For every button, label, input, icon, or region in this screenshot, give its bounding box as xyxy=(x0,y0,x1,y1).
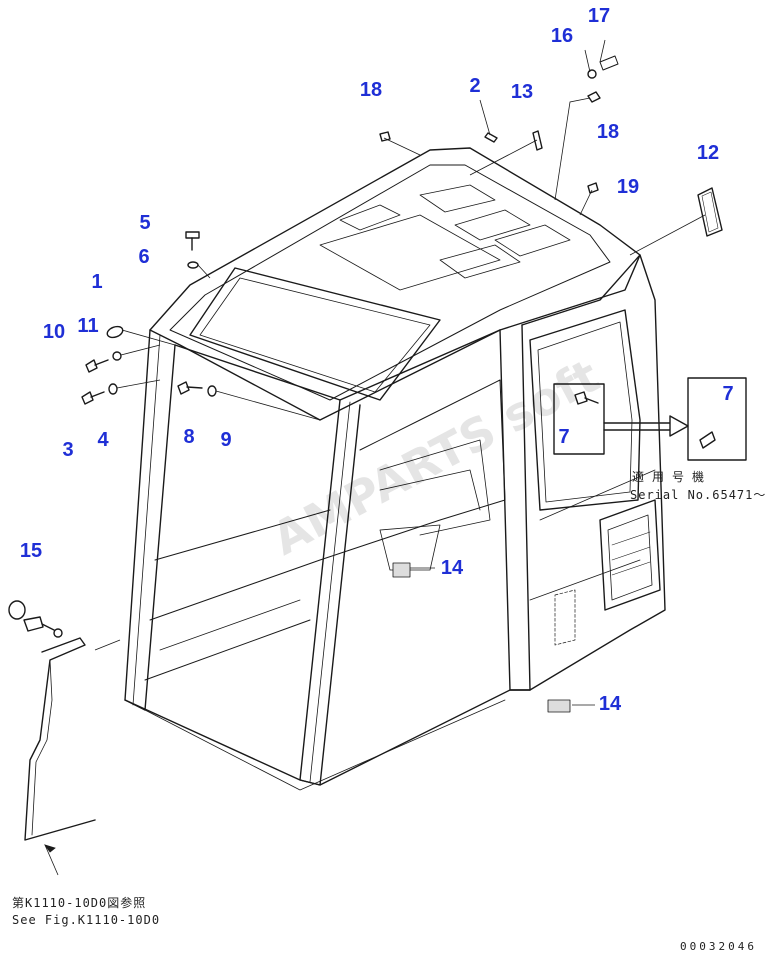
leader-11 xyxy=(120,344,161,356)
drawing-number: 00032046 xyxy=(680,940,757,953)
callout-14[interactable]: 14 xyxy=(440,557,464,579)
callout-12[interactable]: 12 xyxy=(696,142,720,164)
figure-ref-en: See Fig.K1110-10D0 xyxy=(12,913,161,927)
leader-9 xyxy=(215,390,321,421)
callout-5[interactable]: 5 xyxy=(139,212,151,234)
leader-13 xyxy=(469,139,538,176)
bottom-frame xyxy=(124,689,531,786)
inset-box-7 xyxy=(553,383,605,455)
left-front-pillar xyxy=(124,329,176,711)
callout-16[interactable]: 16 xyxy=(550,25,574,47)
serial-note-jp: 適用号機 xyxy=(632,470,713,484)
leader-18b xyxy=(554,97,591,201)
leader-17 xyxy=(599,39,606,63)
roof-inner xyxy=(169,164,611,401)
right-side-body xyxy=(521,254,666,691)
leader-18a xyxy=(383,137,421,156)
leader-2 xyxy=(479,99,491,136)
callout-9[interactable]: 9 xyxy=(220,429,232,451)
leader-15 xyxy=(94,639,121,651)
callout-14[interactable]: 14 xyxy=(598,693,622,715)
callout-19[interactable]: 19 xyxy=(616,176,640,198)
callout-15[interactable]: 15 xyxy=(19,540,43,562)
cable-bracket xyxy=(24,637,96,841)
callout-11[interactable]: 11 xyxy=(77,315,99,337)
leader-6 xyxy=(197,264,211,279)
callout-6[interactable]: 6 xyxy=(138,246,150,268)
leader-12 xyxy=(629,214,706,256)
side-vent xyxy=(599,499,661,611)
callout-4[interactable]: 4 xyxy=(97,429,109,451)
floor-mat-14a xyxy=(392,562,411,578)
floor-mat-14b xyxy=(547,699,571,713)
callout-1[interactable]: 1 xyxy=(91,271,103,293)
callout-2[interactable]: 2 xyxy=(469,75,481,97)
callout-18[interactable]: 18 xyxy=(596,121,620,143)
callout-18[interactable]: 18 xyxy=(359,79,383,101)
figure-ref-jp: 第K1110-10D0図参照 xyxy=(12,896,147,910)
leader-4 xyxy=(116,379,161,389)
detail-box-7 xyxy=(687,377,747,461)
callout-7[interactable]: 7 xyxy=(722,383,734,405)
leader-1 xyxy=(121,329,176,346)
callout-8[interactable]: 8 xyxy=(183,426,195,448)
leader-ref xyxy=(44,844,59,876)
callout-17[interactable]: 17 xyxy=(587,5,611,27)
leader-19 xyxy=(579,189,593,216)
leader-16 xyxy=(584,49,591,73)
callout-10[interactable]: 10 xyxy=(42,321,66,343)
serial-note-en: Serial No.65471～ xyxy=(630,488,767,502)
callout-13[interactable]: 13 xyxy=(510,81,534,103)
callout-7[interactable]: 7 xyxy=(558,426,570,448)
skylight-window xyxy=(189,267,441,401)
callout-3[interactable]: 3 xyxy=(62,439,74,461)
